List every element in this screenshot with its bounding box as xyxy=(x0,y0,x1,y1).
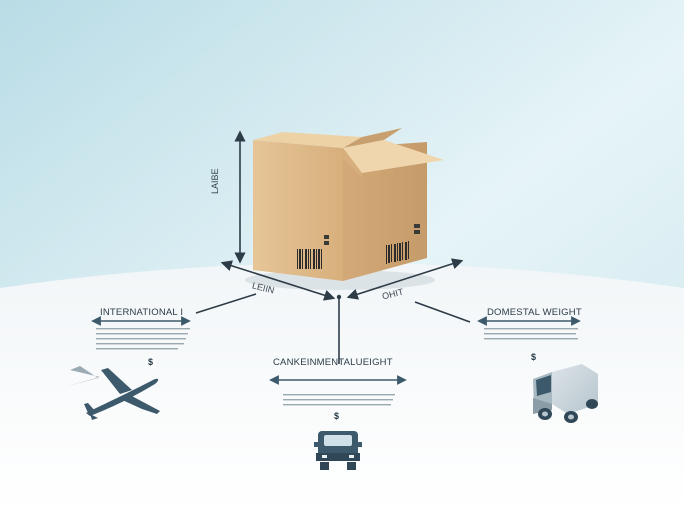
delivery-van-icon xyxy=(533,364,598,423)
domestic-badge: $ xyxy=(531,352,537,362)
domestic-title: DOMESTAL WEIGHT xyxy=(487,307,582,318)
domestic-fine-print xyxy=(484,328,578,340)
center-badge: $ xyxy=(334,411,340,421)
center-fine-print xyxy=(283,394,395,406)
international-title: INTERNATIONAL I xyxy=(100,307,184,318)
length-dimension-line xyxy=(220,260,336,301)
leader-line-left xyxy=(195,293,257,314)
international-badge: $ xyxy=(148,357,154,367)
leader-line-right xyxy=(414,301,471,323)
center-node xyxy=(336,294,342,300)
international-badge-icon xyxy=(146,359,156,368)
international-fine-print xyxy=(96,328,190,350)
cardboard-box-icon xyxy=(253,128,444,281)
width-dimension-line xyxy=(346,258,464,300)
airplane-icon xyxy=(64,366,160,420)
truck-front-icon xyxy=(314,431,362,470)
center-title: CANKEINMENTALUEIGHT xyxy=(273,357,393,368)
height-label: LAIBE xyxy=(210,168,220,194)
